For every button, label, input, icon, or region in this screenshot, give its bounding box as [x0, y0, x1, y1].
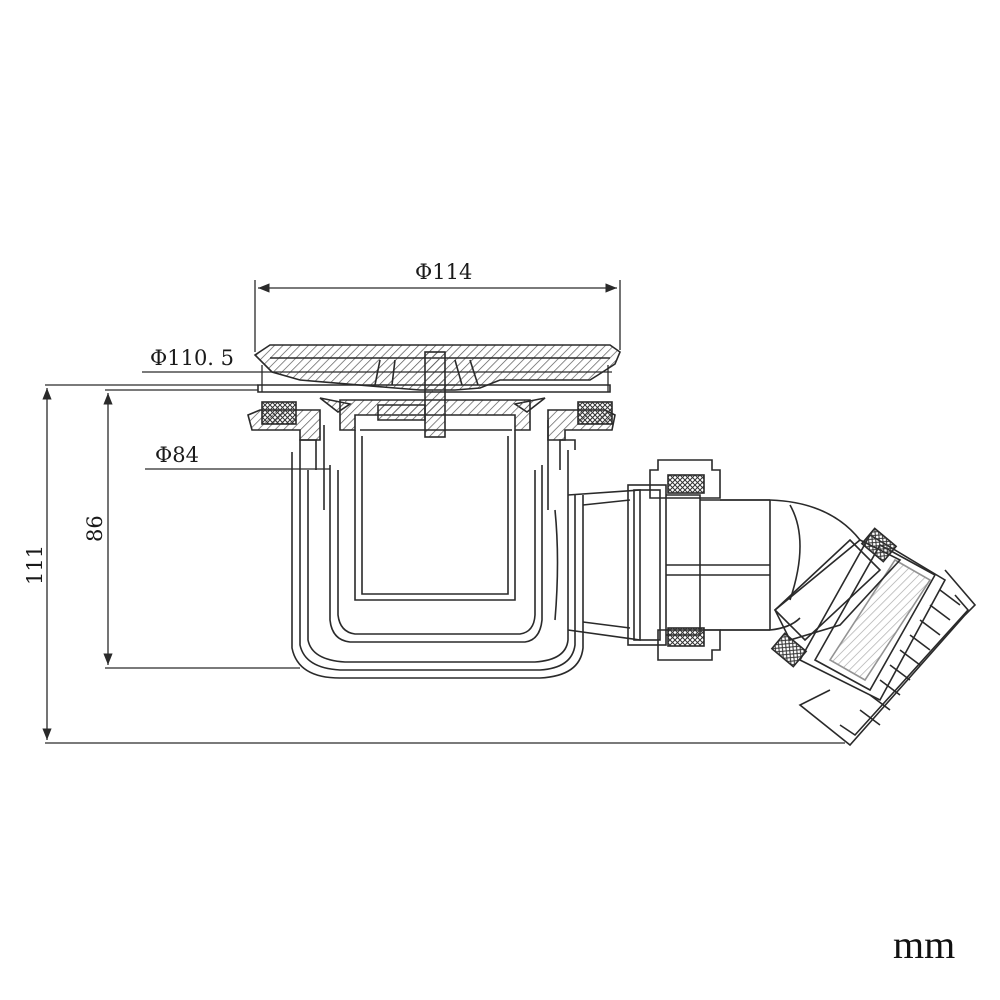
total-height-label: 111 [23, 545, 47, 585]
unit-label: mm [893, 922, 955, 967]
dimension-lines [42, 280, 845, 744]
insert-cap [339, 399, 531, 431]
angled-outlet [770, 527, 977, 747]
elbow [720, 499, 882, 642]
inner-cup [329, 429, 543, 643]
body-height-label: 86 [83, 515, 107, 542]
cover-diameter-label: Φ114 [415, 260, 472, 284]
body-diameter-label: Φ84 [155, 443, 199, 467]
trap-body [291, 420, 584, 679]
outlet-pipe [554, 484, 770, 646]
connector-nut [649, 459, 721, 661]
flange-diameter-label: Φ110. 5 [150, 346, 234, 370]
